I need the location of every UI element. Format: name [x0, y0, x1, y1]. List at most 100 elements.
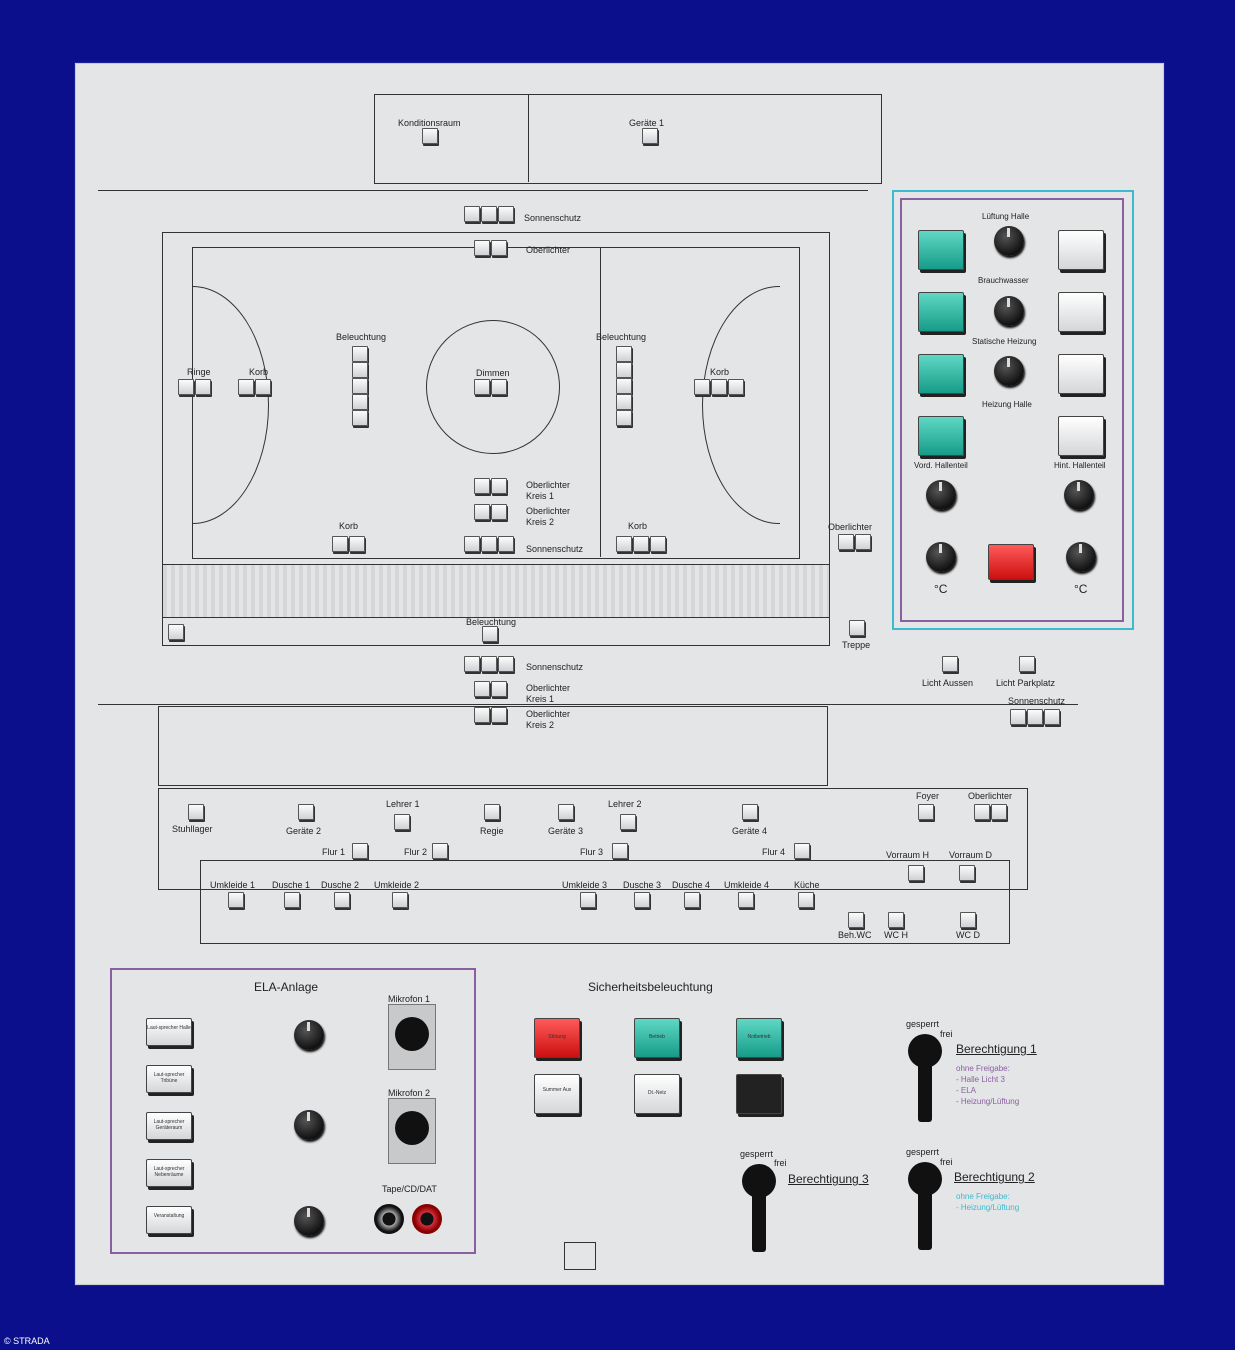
lueftung-status-button[interactable]	[1058, 230, 1104, 270]
safety-summer-aus-button[interactable]: Summer Aus	[534, 1074, 580, 1114]
umkleide-2-key[interactable]	[392, 892, 408, 908]
lehrer-1-key[interactable]	[394, 814, 410, 830]
ela-btn-tribuene[interactable]: Laut-sprecher Tribüne	[146, 1065, 192, 1093]
sonnenschutz-low-key-2[interactable]	[481, 656, 497, 672]
ela-btn-veranstaltung[interactable]: Veranstaltung	[146, 1206, 192, 1234]
geraete-1-key[interactable]	[642, 128, 658, 144]
wc-h-key[interactable]	[888, 912, 904, 928]
oberlichter-top-key-2[interactable]	[491, 240, 507, 256]
mikrofon-1-socket[interactable]	[388, 1004, 436, 1070]
korb-left-key-2[interactable]	[255, 379, 271, 395]
sonnenschutz-low-key-3[interactable]	[498, 656, 514, 672]
heizung-halle-on-button[interactable]	[918, 416, 964, 456]
korb-right-key-1[interactable]	[694, 379, 710, 395]
beleuchtung-left-key-3[interactable]	[352, 378, 368, 394]
beleuchtung-left-key-2[interactable]	[352, 362, 368, 378]
korb-right-key-3[interactable]	[728, 379, 744, 395]
stuhllager-key[interactable]	[188, 804, 204, 820]
temp-left-knob[interactable]	[926, 542, 956, 572]
sonnenschutz-outside-key-2[interactable]	[1027, 709, 1043, 725]
oberlichter-k2-key-2[interactable]	[491, 504, 507, 520]
beleuchtung-tribune-key[interactable]	[482, 626, 498, 642]
oberlichter-top-key-1[interactable]	[474, 240, 490, 256]
sonnenschutz-top-key-3[interactable]	[498, 206, 514, 222]
beleuchtung-right-key-5[interactable]	[616, 410, 632, 426]
korb-left-key-1[interactable]	[238, 379, 254, 395]
sonnenschutz-mid-key-1[interactable]	[464, 536, 480, 552]
umkleide-4-key[interactable]	[738, 892, 754, 908]
oberlichter-low-k1-key-1[interactable]	[474, 681, 490, 697]
dimmen-key-2[interactable]	[491, 379, 507, 395]
sonnenschutz-mid-key-3[interactable]	[498, 536, 514, 552]
tribune-left-key[interactable]	[168, 624, 184, 640]
oberlichter-low-k2-key-1[interactable]	[474, 707, 490, 723]
beleuchtung-right-key-1[interactable]	[616, 346, 632, 362]
dusche-3-key[interactable]	[634, 892, 650, 908]
sonnenschutz-top-key-2[interactable]	[481, 206, 497, 222]
sonnenschutz-outside-key-3[interactable]	[1044, 709, 1060, 725]
beleuchtung-left-key-1[interactable]	[352, 346, 368, 362]
dusche-4-key[interactable]	[684, 892, 700, 908]
oberlichter-low-k1-key-2[interactable]	[491, 681, 507, 697]
geraete-4-key[interactable]	[742, 804, 758, 820]
korb-bottom-right-key-3[interactable]	[650, 536, 666, 552]
ringe-key-2[interactable]	[195, 379, 211, 395]
lueftung-halle-knob[interactable]	[994, 226, 1024, 256]
heizung-halle-knob[interactable]	[994, 356, 1024, 386]
oberlichter-low-k2-key-2[interactable]	[491, 707, 507, 723]
heizung-halle-status-button[interactable]	[1058, 416, 1104, 456]
konditionsraum-key[interactable]	[422, 128, 438, 144]
b1-key-switch[interactable]	[908, 1034, 942, 1126]
safety-stoerung-button[interactable]: Störung	[534, 1018, 580, 1058]
safety-betrieb-button[interactable]: Betrieb	[634, 1018, 680, 1058]
beleuchtung-left-key-5[interactable]	[352, 410, 368, 426]
dusche-1-key[interactable]	[284, 892, 300, 908]
ela-btn-geraeteraum[interactable]: Laut-sprecher Geräteraum	[146, 1112, 192, 1140]
b3-key-switch[interactable]	[742, 1164, 776, 1256]
oberlichter-side-key-2[interactable]	[855, 534, 871, 550]
ringe-key-1[interactable]	[178, 379, 194, 395]
korb-bottom-left-key-1[interactable]	[332, 536, 348, 552]
hint-hallenteil-knob[interactable]	[1064, 480, 1094, 510]
oberlichter-k2-key-1[interactable]	[474, 504, 490, 520]
korb-bottom-right-key-2[interactable]	[633, 536, 649, 552]
statische-heizung-status-button[interactable]	[1058, 354, 1104, 394]
oberlichter-foyer-key-1[interactable]	[974, 804, 990, 820]
flur-2-key[interactable]	[432, 843, 448, 859]
safety-dt-netz-button[interactable]: Dt.-Netz	[634, 1074, 680, 1114]
foyer-key[interactable]	[918, 804, 934, 820]
flur-3-key[interactable]	[612, 843, 628, 859]
licht-aussen-key[interactable]	[942, 656, 958, 672]
b2-key-switch[interactable]	[908, 1162, 942, 1254]
treppe-key[interactable]	[849, 620, 865, 636]
ela-volume-knob-1[interactable]	[294, 1020, 324, 1050]
oberlichter-side-key-1[interactable]	[838, 534, 854, 550]
sonnenschutz-low-key-1[interactable]	[464, 656, 480, 672]
heating-alarm-button[interactable]	[988, 544, 1034, 580]
korb-bottom-left-key-2[interactable]	[349, 536, 365, 552]
umkleide-1-key[interactable]	[228, 892, 244, 908]
brauchwasser-status-button[interactable]	[1058, 292, 1104, 332]
safety-notbetrieb-button[interactable]: Notbetrieb	[736, 1018, 782, 1058]
cinch-right-jack[interactable]	[412, 1204, 442, 1234]
vord-hallenteil-knob[interactable]	[926, 480, 956, 510]
beleuchtung-left-key-4[interactable]	[352, 394, 368, 410]
beleuchtung-right-key-3[interactable]	[616, 378, 632, 394]
sonnenschutz-outside-key-1[interactable]	[1010, 709, 1026, 725]
geraete-3-key[interactable]	[558, 804, 574, 820]
ela-volume-knob-3[interactable]	[294, 1206, 324, 1236]
dimmen-key-1[interactable]	[474, 379, 490, 395]
statische-heizung-on-button[interactable]	[918, 354, 964, 394]
vorraum-h-key[interactable]	[908, 865, 924, 881]
brauchwasser-knob[interactable]	[994, 296, 1024, 326]
ela-volume-knob-2[interactable]	[294, 1110, 324, 1140]
licht-parkplatz-key[interactable]	[1019, 656, 1035, 672]
geraete-2-key[interactable]	[298, 804, 314, 820]
korb-bottom-right-key-1[interactable]	[616, 536, 632, 552]
dusche-2-key[interactable]	[334, 892, 350, 908]
umkleide-3-key[interactable]	[580, 892, 596, 908]
wc-d-key[interactable]	[960, 912, 976, 928]
beleuchtung-right-key-2[interactable]	[616, 362, 632, 378]
vorraum-d-key[interactable]	[959, 865, 975, 881]
kueche-key[interactable]	[798, 892, 814, 908]
